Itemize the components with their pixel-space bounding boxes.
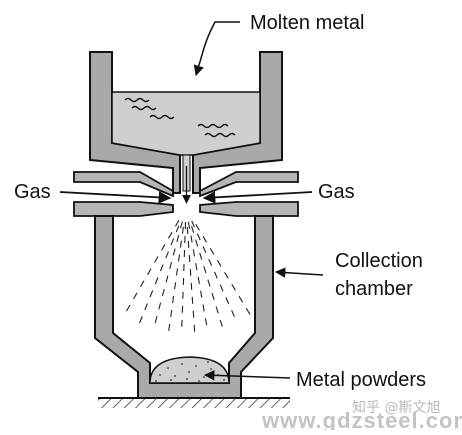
metal-powder-pile — [150, 357, 229, 383]
collection-chamber-leader — [276, 272, 323, 275]
right-plate-top — [200, 172, 298, 196]
spray-droplet — [188, 241, 189, 248]
spray-droplet — [210, 248, 214, 254]
spray-droplet — [166, 252, 169, 259]
spray-droplet — [191, 283, 192, 290]
spray-droplet — [155, 278, 158, 285]
spray-droplet — [246, 308, 250, 314]
spray-droplet — [148, 269, 152, 275]
spray-droplet — [215, 272, 218, 278]
spray-droplet — [196, 240, 198, 247]
spray-droplet — [239, 296, 243, 302]
spray-droplet — [171, 239, 174, 246]
spray-droplet — [134, 293, 138, 299]
molten-metal-label: Molten metal — [250, 12, 365, 34]
gas-arrow-left — [60, 192, 170, 198]
spray-droplet — [140, 317, 143, 324]
spray-droplet — [212, 293, 214, 300]
spray-droplet — [198, 277, 199, 284]
spray-droplet — [203, 246, 206, 252]
spray-droplet — [180, 241, 181, 248]
spray-droplet — [196, 263, 197, 270]
spray-droplet — [220, 320, 222, 327]
spray-droplet — [196, 224, 200, 230]
spray-droplet — [182, 227, 183, 234]
spray-droplet — [220, 285, 223, 291]
spray-droplet — [193, 311, 194, 318]
spray-droplet — [155, 257, 159, 263]
right-plate-bottom — [200, 202, 298, 216]
spray-droplet — [176, 220, 180, 226]
spray-droplet — [225, 272, 229, 278]
spray-droplet — [141, 281, 145, 287]
spray-droplet — [193, 249, 194, 256]
spray-droplet — [162, 289, 164, 296]
spray-droplet — [171, 310, 172, 317]
ground — [98, 398, 290, 408]
spray-droplet — [217, 260, 221, 266]
spray-droplet — [173, 296, 174, 303]
spray-droplet — [127, 305, 131, 311]
spray-droplet — [192, 297, 193, 304]
collection-label-line1: Collection — [335, 250, 423, 272]
spray-droplet — [166, 276, 168, 283]
collection-label-line2: chamber — [335, 278, 413, 300]
spray-droplet — [192, 226, 194, 233]
spray-droplet — [226, 298, 229, 304]
spray-droplet — [189, 255, 190, 262]
spray-droplet — [203, 305, 204, 312]
spray-droplet — [145, 304, 148, 311]
spray-droplet — [188, 222, 189, 229]
spray-droplet — [197, 234, 200, 240]
spray-droplet — [200, 253, 202, 260]
spray-droplet — [177, 235, 179, 242]
left-plate-bottom — [74, 202, 173, 216]
left-plate-top — [74, 172, 173, 196]
spray-droplet — [169, 324, 170, 331]
spray-droplet — [232, 284, 236, 290]
gas-arrow-right — [204, 192, 312, 198]
atomized-spray — [127, 220, 250, 332]
spray-droplet — [191, 236, 192, 243]
metal-powders-label: Metal powders — [296, 369, 426, 391]
molten-metal-leader — [196, 22, 240, 75]
gas-left-label: Gas — [14, 181, 51, 203]
spray-droplet — [159, 303, 161, 310]
spray-droplet — [150, 291, 153, 298]
spray-droplet — [208, 280, 210, 287]
spray-droplet — [232, 310, 235, 316]
spray-droplet — [179, 255, 180, 262]
spray-droplet — [216, 307, 218, 314]
spray-droplet — [201, 291, 202, 298]
gas-right-label: Gas — [318, 181, 355, 203]
spray-droplet — [209, 259, 212, 265]
spray-droplet — [181, 222, 183, 229]
spray-droplet — [177, 268, 178, 275]
spray-droplet — [169, 232, 173, 238]
spray-droplet — [155, 316, 157, 323]
spray-droplet — [170, 262, 172, 269]
spray-droplet — [205, 318, 206, 325]
spray-droplet — [187, 227, 188, 234]
spray-droplet — [204, 266, 206, 273]
spray-droplet — [175, 282, 176, 289]
spray-droplet — [203, 236, 207, 242]
watermark-site: www.gdzsteel.com — [261, 408, 462, 430]
spray-droplet — [162, 244, 166, 250]
spray-droplet — [173, 249, 175, 256]
spray-droplet — [176, 226, 179, 233]
spray-droplet — [161, 265, 164, 271]
